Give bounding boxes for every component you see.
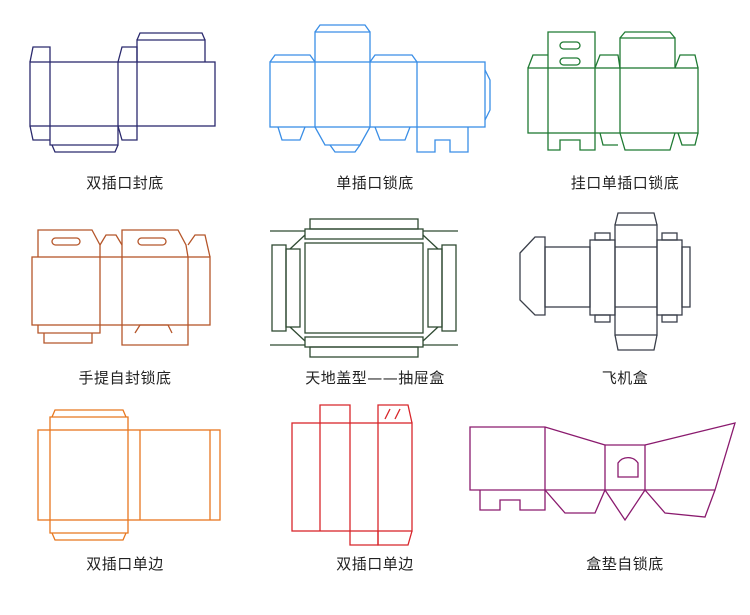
diagram-label: 双插口单边 [86, 555, 164, 573]
diagram-double-tuck-sealed-bottom: 双插口封底 [0, 0, 250, 205]
dieline-tray-insert-lock-bottom [469, 422, 736, 522]
diagram-label: 盒垫自锁底 [586, 555, 664, 573]
diagram-single-tuck-lock-bottom: 单插口锁底 [250, 0, 500, 205]
diagram-double-tuck-single-side-a: 双插口单边 [0, 405, 250, 615]
diagram-label: 挂口单插口锁底 [570, 174, 680, 192]
diagram-label: 手提自封锁底 [78, 369, 172, 387]
dieline-single-tuck-lock-bottom [269, 24, 491, 153]
dieline-mailer-box [519, 212, 691, 351]
dieline-double-tuck-sealed-bottom [29, 32, 216, 153]
diagram-double-tuck-single-side-b: 双插口单边 [250, 404, 500, 615]
dieline-hang-tab-single-tuck-lock-bottom [527, 31, 699, 151]
dieline-double-tuck-single-side-b [291, 404, 413, 546]
diagram-label: 飞机盒 [601, 369, 649, 387]
diagram-lid-and-base-drawer-box: 天地盖型——抽屉盒 [250, 205, 500, 405]
diagram-mailer-box: 飞机盒 [500, 205, 750, 405]
diagram-tray-insert-lock-bottom: 盒垫自锁底 [469, 405, 750, 615]
dieline-handle-self-seal-lock-bottom [31, 229, 211, 346]
diagram-label: 单插口锁底 [336, 174, 414, 192]
dieline-double-tuck-single-side-a [37, 409, 221, 541]
dieline-lid-and-base-drawer-box [270, 218, 458, 358]
diagram-label: 双插口封底 [86, 174, 164, 192]
diagram-handle-self-seal-lock-bottom: 手提自封锁底 [0, 205, 250, 405]
diagram-label: 天地盖型——抽屉盒 [305, 369, 445, 387]
diagram-label: 双插口单边 [336, 555, 414, 573]
diagram-hang-tab-single-tuck-lock-bottom: 挂口单插口锁底 [500, 0, 750, 205]
